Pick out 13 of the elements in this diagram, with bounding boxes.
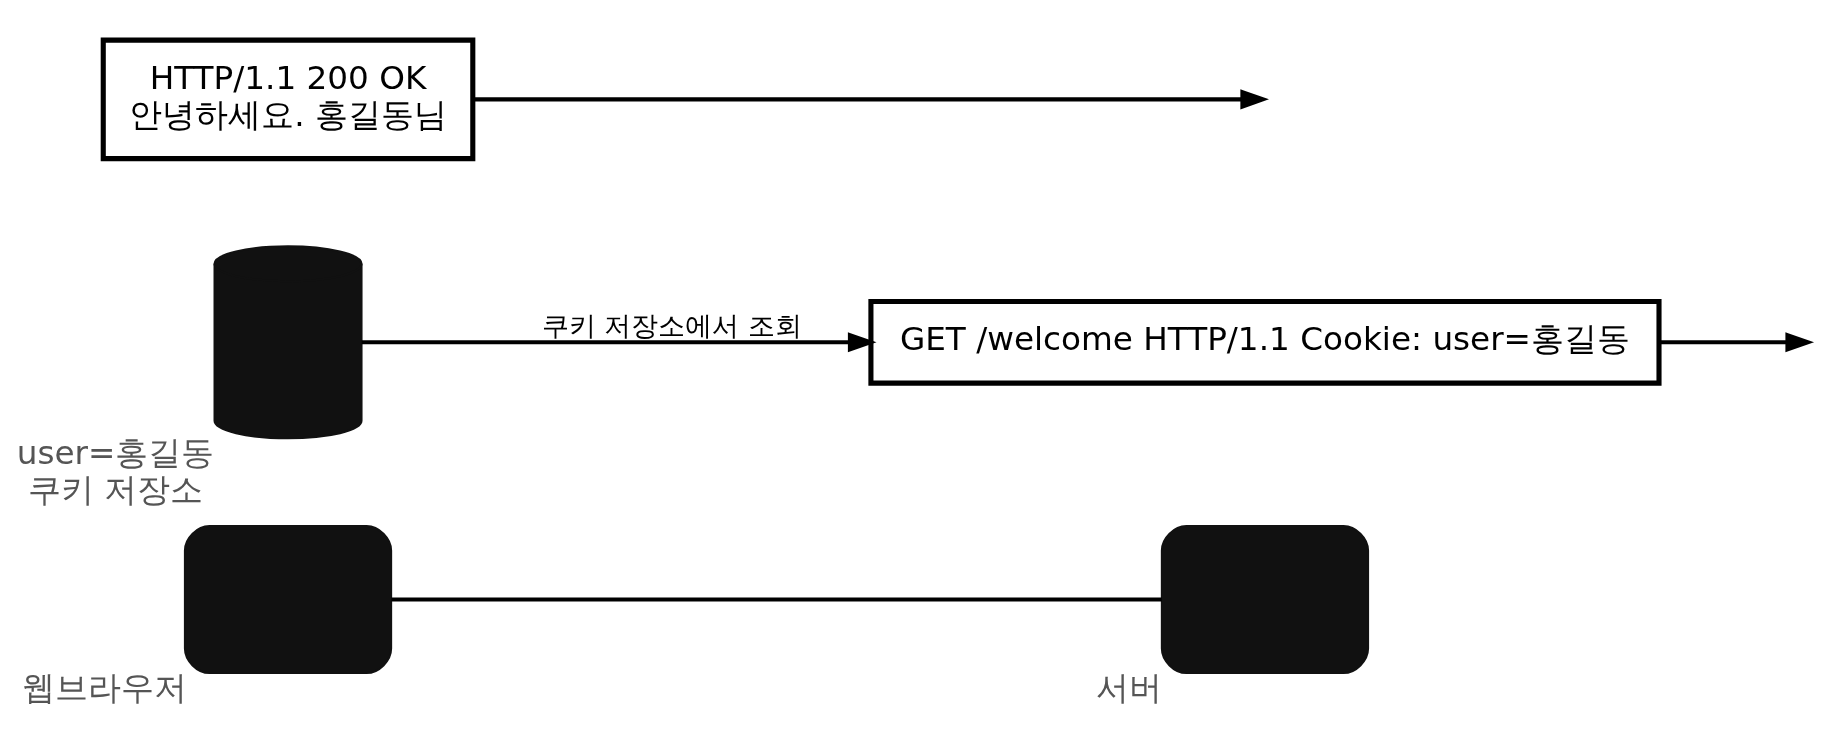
arrow	[1659, 332, 1815, 353]
node-label: 웹브라우저	[21, 669, 187, 708]
node-label: 서버	[1096, 669, 1163, 708]
node-monitor	[183, 525, 393, 675]
arrow	[473, 89, 1269, 110]
node-label: user=홍길동	[16, 434, 215, 473]
node-monitor	[1160, 525, 1370, 675]
node-box: HTTP/1.1 200 OK 안녕하세요. 홍길동님	[100, 37, 476, 162]
edge-label: 쿠키 저장소에서 조회	[541, 309, 802, 341]
node-box: GET /welcome HTTP/1.1 Cookie: user=홍길동	[868, 298, 1662, 386]
arrow	[361, 332, 877, 353]
node-label: 쿠키 저장소	[27, 471, 204, 510]
connector	[391, 597, 1162, 602]
